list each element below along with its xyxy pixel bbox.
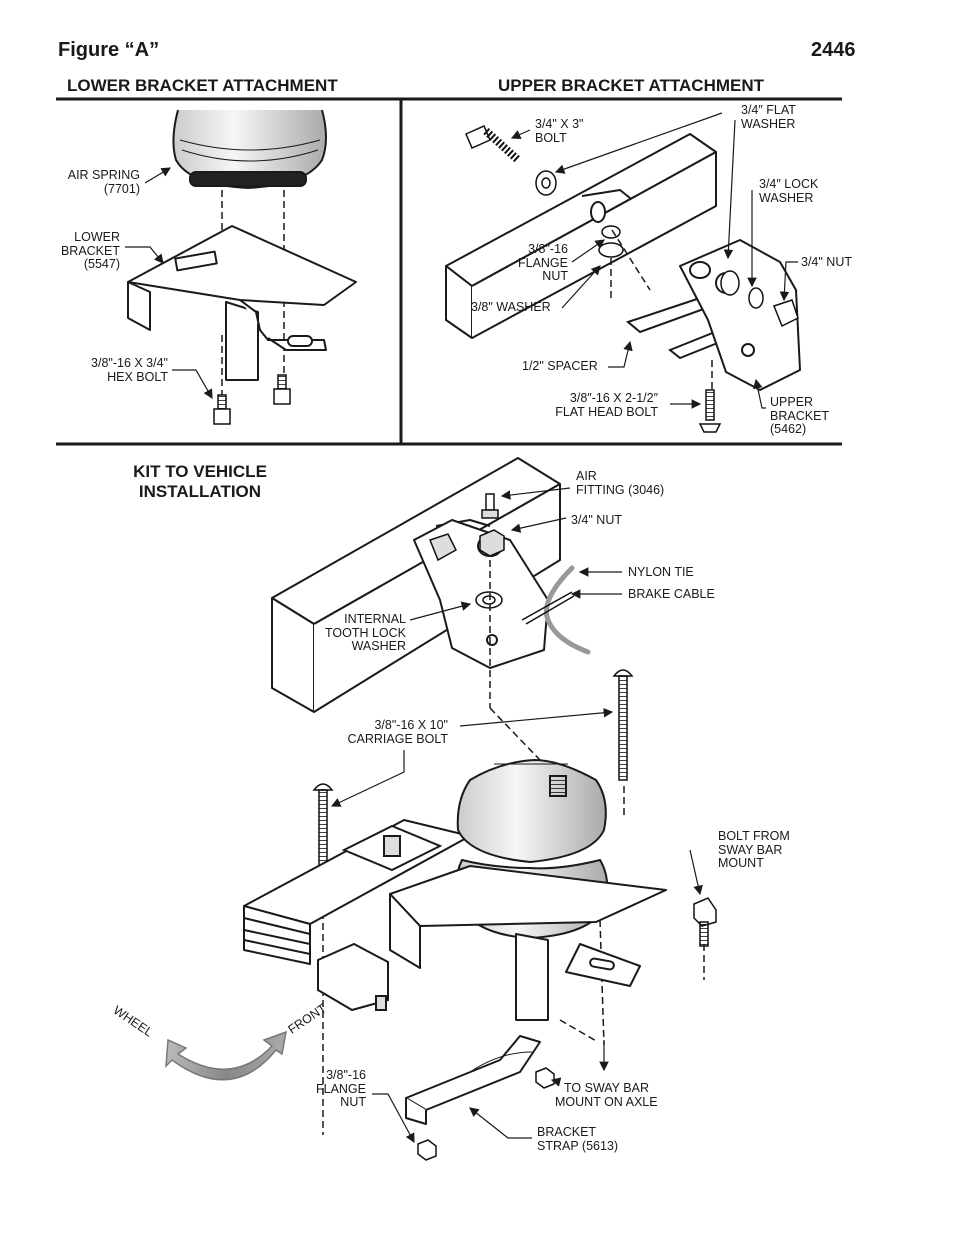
label-brake-cable: BRAKE CABLE	[628, 587, 715, 601]
kit-number: 2446	[811, 39, 856, 61]
label-upper-bracket: UPPER BRACKET (5462)	[770, 395, 830, 436]
label-sway-bolt: BOLT FROM SWAY BAR MOUNT	[718, 829, 790, 870]
label-kit-flange-nut: 3/8"-16 FLANGE NUT	[315, 1068, 366, 1109]
kit-section-title: KIT TO VEHICLE INSTALLATION	[133, 462, 267, 501]
upper-section-title: UPPER BRACKET ATTACHMENT	[498, 76, 765, 95]
lower-section-title: LOWER BRACKET ATTACHMENT	[67, 76, 338, 95]
bracket-strap-icon	[405, 1035, 541, 1125]
label-sway-mount: TO SWAY BAR MOUNT ON AXLE	[555, 1081, 658, 1109]
label-spacer: 1/2" SPACER	[522, 359, 598, 373]
label-bracket-strap: BRACKET STRAP (5613)	[537, 1125, 619, 1153]
lower-bracket-shape	[127, 225, 357, 381]
label-bolt: 3/4" X 3" BOLT	[535, 117, 584, 145]
label-washer: 3/8" WASHER	[471, 300, 551, 314]
label-air-fitting: AIR FITTING (3046)	[576, 469, 665, 497]
label-hex-bolt: 3/8"-16 X 3/4" HEX BOLT	[91, 356, 168, 384]
u-bolt-clamp	[317, 824, 443, 1012]
figure-title: Figure “A”	[58, 39, 160, 61]
hex-bolt-icon	[213, 374, 291, 425]
lower-bracket-mounted	[389, 865, 667, 1021]
label-carriage-bolt: 3/8"-16 X 10" CARRIAGE BOLT	[347, 718, 448, 746]
label-nylon-tie: NYLON TIE	[628, 565, 694, 579]
kit-nuts	[429, 493, 505, 609]
label-upper-nut: 3/4" NUT	[801, 255, 852, 269]
label-air-spring: AIR SPRING (7701)	[67, 168, 140, 196]
label-lower-bracket: LOWER BRACKET (5547)	[60, 230, 120, 271]
label-kit-nut: 3/4" NUT	[571, 513, 622, 527]
brake-cable-icon	[544, 565, 591, 655]
panel-dividers	[56, 97, 842, 446]
direction-arrow	[165, 1030, 287, 1081]
label-lock-washer-internal: INTERNAL TOOTH LOCK WASHER	[324, 612, 406, 653]
label-flat-head-bolt: 3/8″-16 X 2-1/2″ FLAT HEAD BOLT	[555, 391, 658, 419]
label-upper-flange-nut: 3/8"-16 FLANGE NUT	[517, 242, 568, 283]
label-flat-washer: 3/4″ FLAT WASHER	[741, 103, 796, 131]
nylon-tie-icon	[521, 591, 575, 625]
upper-frame-rail	[445, 133, 717, 339]
upper-hardware	[465, 125, 799, 433]
label-lock-washer: 3/4″ LOCK WASHER	[759, 177, 819, 205]
sway-bolt-icon	[693, 897, 717, 947]
lower-air-spring	[172, 109, 327, 190]
